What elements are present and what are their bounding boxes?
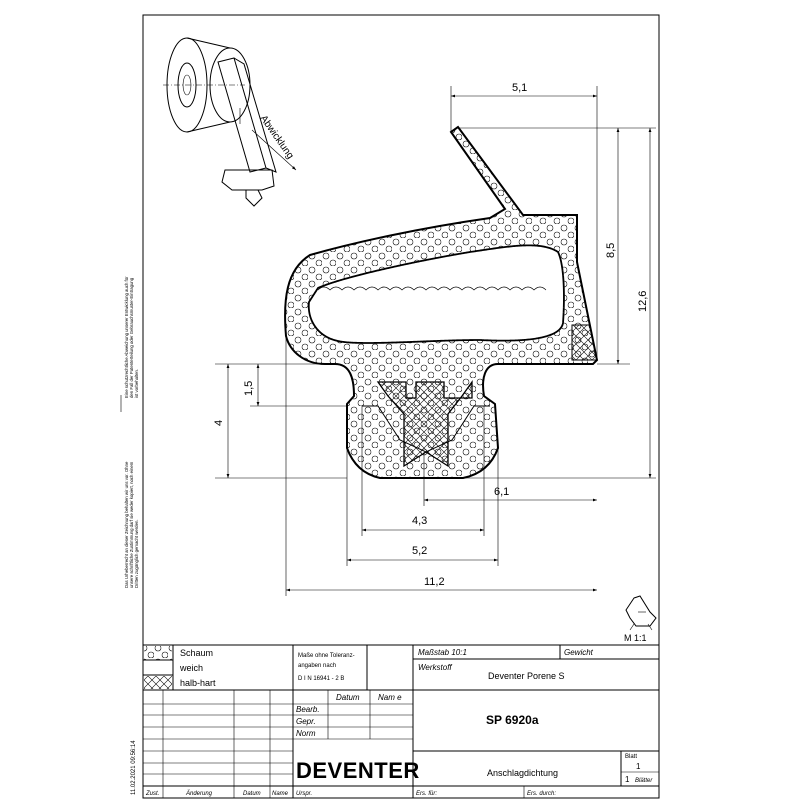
name-column-header: Nam e bbox=[378, 693, 402, 702]
dim-foot-width: 5,2 bbox=[412, 545, 427, 557]
mini-profile-view: M 1:1 bbox=[624, 595, 657, 643]
material-label: Werkstoff bbox=[418, 663, 452, 672]
mini-scale-label: M 1:1 bbox=[624, 633, 647, 643]
row-gepr: Gepr. bbox=[296, 717, 316, 726]
tolerance-note-line-3: D I N 16941 - 2 B bbox=[298, 676, 344, 682]
legend-swatch-foam bbox=[144, 646, 172, 660]
dim-total-height: 12,6 bbox=[637, 291, 649, 312]
legend-item-semi-hard: halb-hart bbox=[180, 678, 216, 688]
semi-hard-insert-right bbox=[571, 324, 598, 361]
inner-groove bbox=[362, 405, 490, 453]
part-number: SP 6920a bbox=[486, 713, 539, 727]
material-value: Deventer Porene S bbox=[488, 671, 565, 681]
footer-zust: Zust. bbox=[145, 791, 159, 797]
dim-total-width: 11,2 bbox=[424, 576, 445, 588]
revision-grid: Datum Nam e Bearb. Gepr. Norm bbox=[143, 690, 413, 798]
dim-foot-height: 4 bbox=[213, 420, 225, 426]
tolerance-note-line-1: Maße ohne Toleranz- bbox=[298, 653, 355, 659]
part-description: Anschlagdichtung bbox=[487, 768, 558, 778]
date-column-header: Datum bbox=[336, 693, 360, 702]
footer-name: Name bbox=[272, 791, 289, 797]
side-margin-text: 11.02.2021 09:56:14 Das Urheberrecht an … bbox=[120, 276, 139, 795]
copyright-line-3: Dritten zugänglich gemacht werden. bbox=[134, 519, 139, 588]
dimension-lines: 5,1 8,5 12,6 1,5 4 6,1 4,3 5,2 bbox=[213, 82, 656, 596]
row-norm: Norm bbox=[296, 729, 316, 738]
sheets-total: 1 bbox=[625, 775, 630, 784]
copyright-line-4: Eine schutzrechtliche Abweichung unserer… bbox=[124, 276, 129, 398]
legend-item-soft: weich bbox=[179, 663, 203, 673]
footer-aenderung: Änderung bbox=[185, 790, 213, 797]
material-legend: Schaum weich halb-hart bbox=[142, 644, 216, 691]
legend-item-foam: Schaum bbox=[180, 648, 213, 658]
sheet-number: 1 bbox=[636, 762, 641, 771]
dim-upper-height: 8,5 bbox=[605, 243, 617, 258]
copyright-line-2: unsere schriftliche Zustimmung darf sie … bbox=[129, 461, 134, 588]
copyright-line-1: Das Urheberrecht an dieser Zeichnung beh… bbox=[124, 461, 129, 588]
weight-label: Gewicht bbox=[564, 648, 594, 657]
scale-text: Maßstab 10:1 bbox=[418, 648, 467, 657]
hollow-chamber-scallop bbox=[317, 286, 547, 291]
dim-inner-width: 4,3 bbox=[412, 515, 427, 527]
dim-step-height: 1,5 bbox=[243, 381, 255, 396]
print-timestamp: 11.02.2021 09:56:14 bbox=[131, 740, 137, 795]
dim-top-width: 5,1 bbox=[512, 82, 527, 94]
copyright-line-5: den Fall der Patenterteilung oder Gebrau… bbox=[129, 277, 134, 398]
hollow-chamber bbox=[307, 244, 565, 344]
sheets-label: Blätter bbox=[635, 778, 653, 784]
title-block: Schaum weich halb-hart Maße ohne Toleran… bbox=[142, 644, 659, 798]
footer-urspr: Urspr. bbox=[296, 791, 312, 797]
detail-label: Abwicklung bbox=[258, 113, 296, 161]
footer-datum: Datum bbox=[243, 791, 261, 797]
semi-hard-core bbox=[376, 379, 473, 468]
unroll-detail-view: Abwicklung bbox=[163, 37, 297, 207]
copyright-line-6: ist vorbehalten. bbox=[134, 369, 139, 398]
footer-ers-fuer: Ers. für: bbox=[416, 791, 437, 797]
seal-profile-section bbox=[284, 125, 599, 479]
row-bearb: Bearb. bbox=[296, 705, 320, 714]
drawing-frame bbox=[142, 14, 660, 799]
legend-swatch-semi-hard bbox=[144, 676, 172, 689]
dim-right-offset: 6,1 bbox=[494, 486, 509, 498]
sheet-label: Blatt bbox=[625, 754, 637, 760]
company-logo: DEVENTER bbox=[296, 758, 420, 783]
tolerance-note-line-2: angaben nach bbox=[298, 663, 336, 669]
footer-ers-durch: Ers. durch: bbox=[527, 791, 556, 797]
